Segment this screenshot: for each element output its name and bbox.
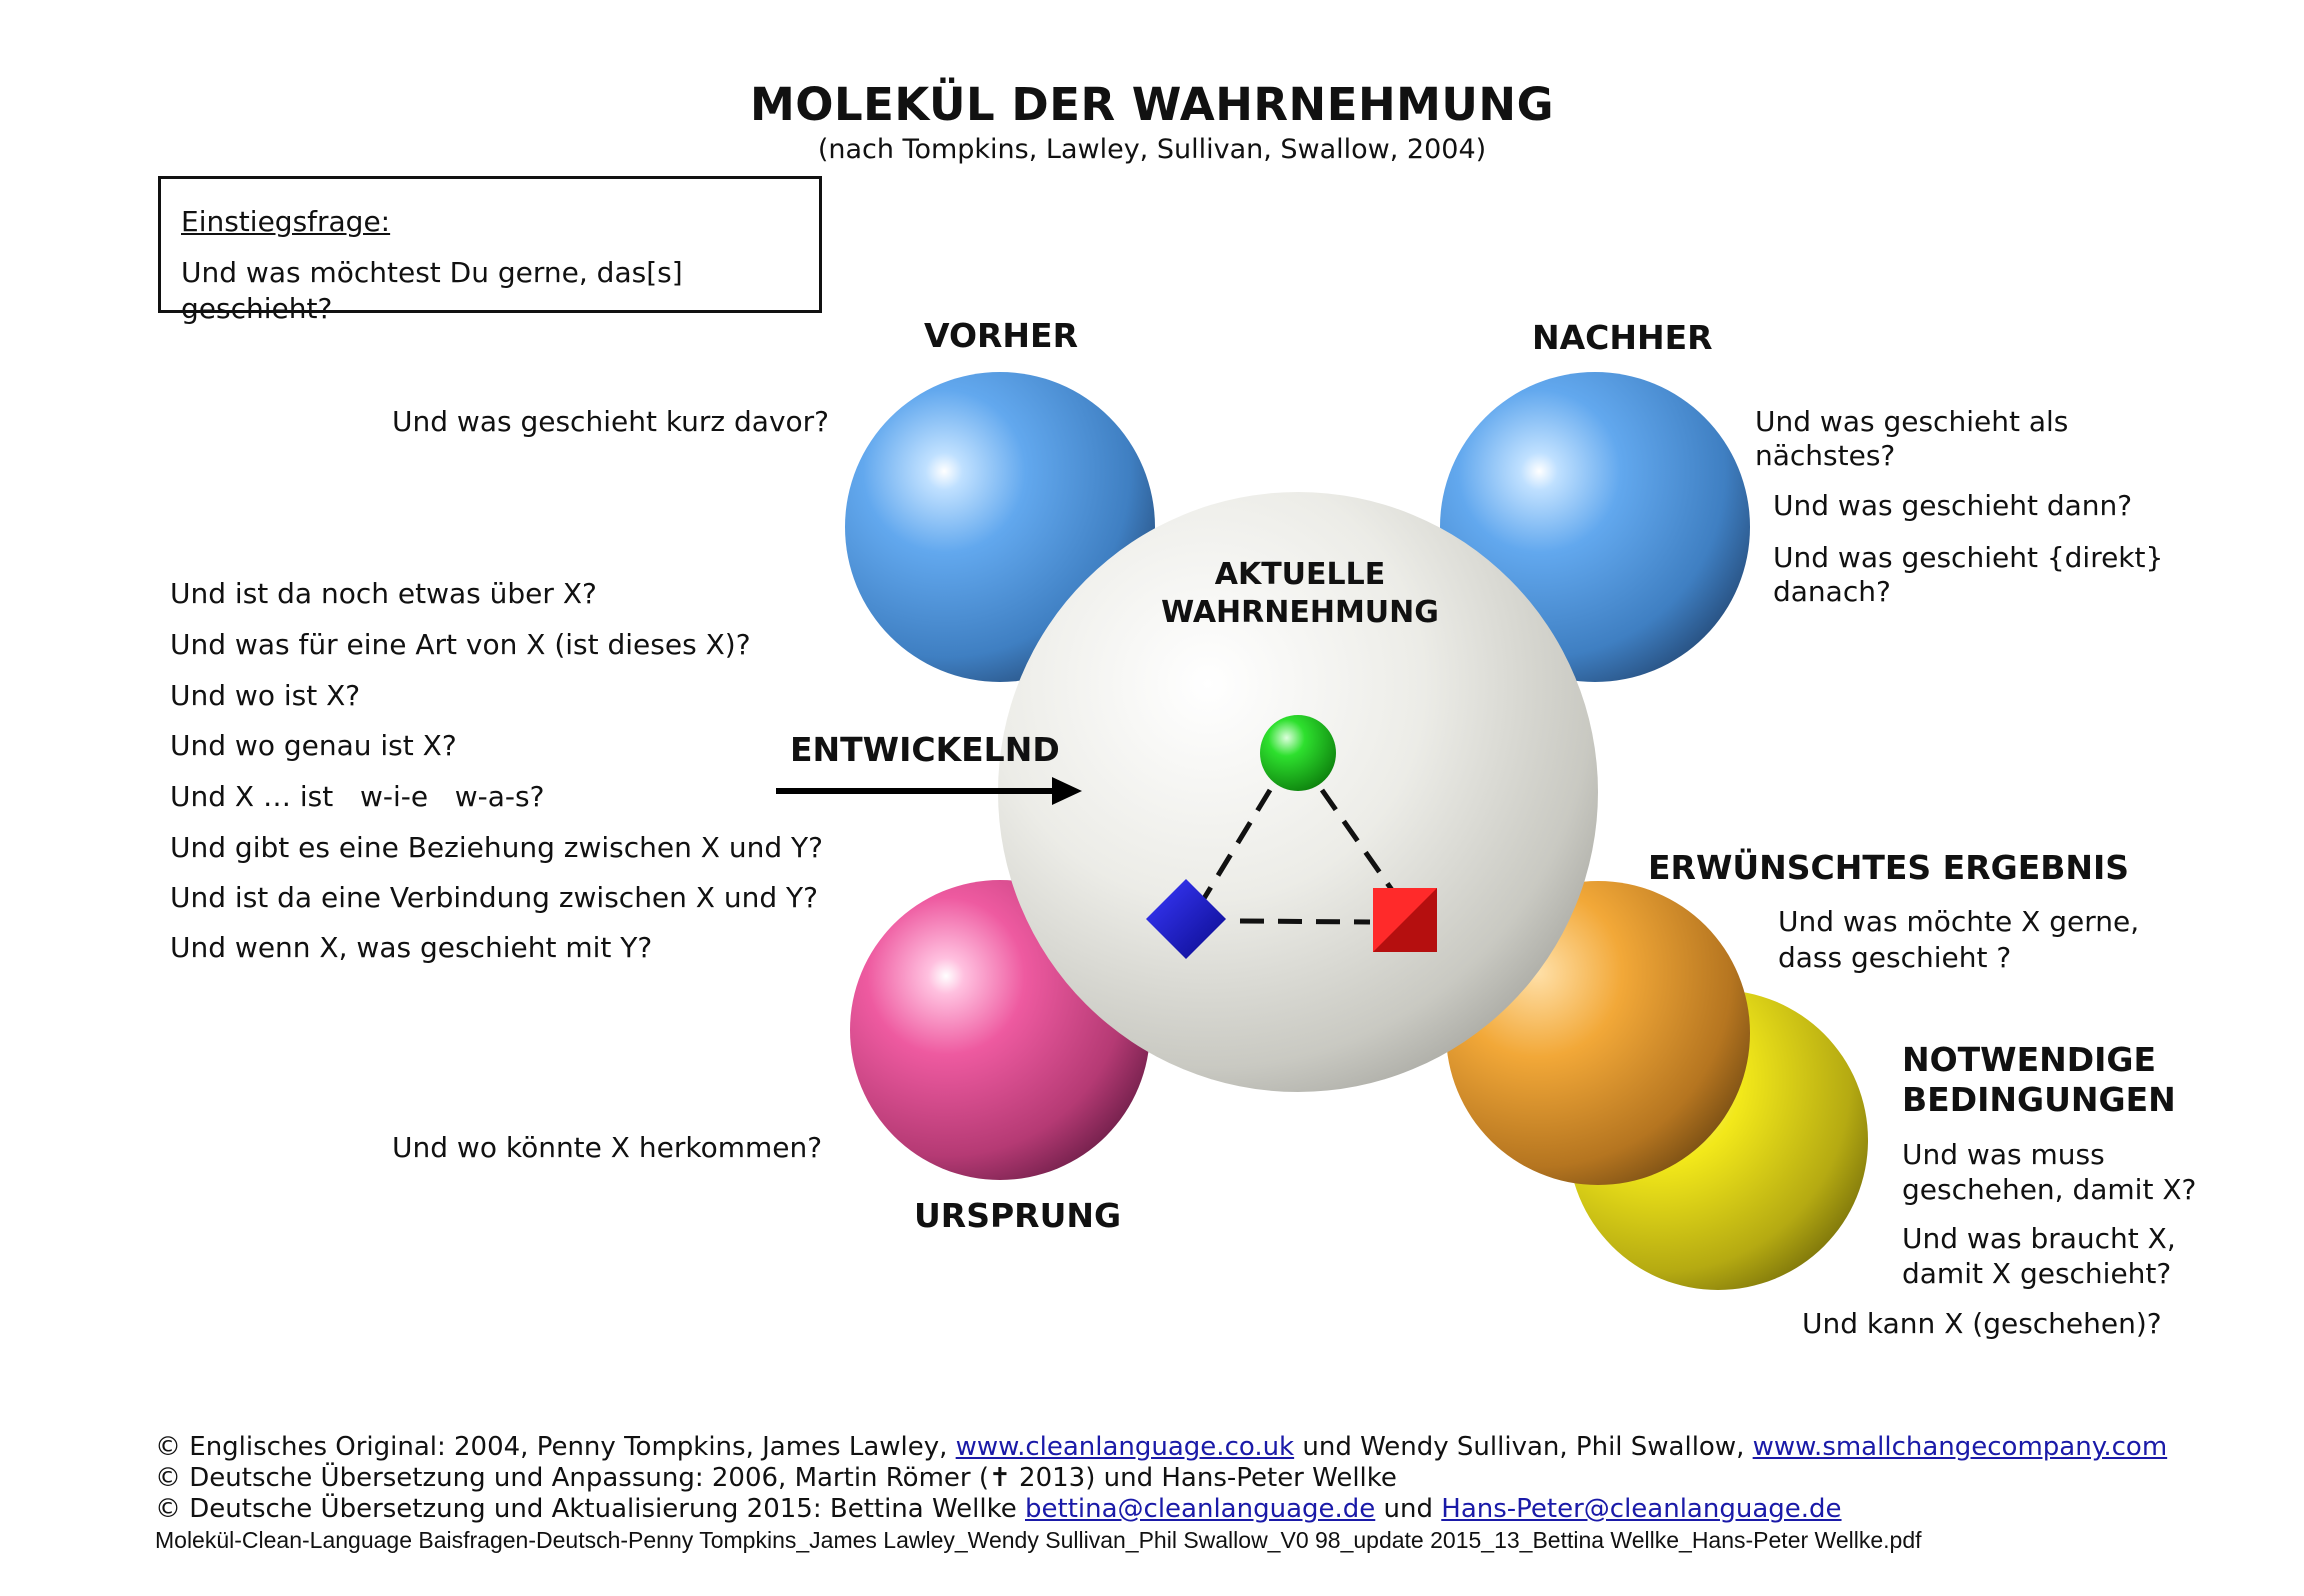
bedingungen-heading-line1: NOTWENDIGE xyxy=(1902,1040,2157,1079)
nachher-question-1: Und was geschieht als xyxy=(1755,405,2069,438)
footer-line-2: © Deutsche Übersetzung und Anpassung: 20… xyxy=(155,1463,1397,1493)
entwickelnd-heading: ENTWICKELND xyxy=(790,730,1060,769)
footer-line-1: © Englisches Original: 2004, Penny Tompk… xyxy=(155,1432,2167,1462)
ergebnis-question-1b: dass geschieht ? xyxy=(1778,941,2012,974)
center-heading: AKTUELLE WAHRNEHMUNG xyxy=(1140,556,1460,632)
hans-peter-email-link[interactable]: Hans-Peter@cleanlanguage.de xyxy=(1441,1494,1842,1524)
entwickelnd-question-1: Und ist da noch etwas über X? xyxy=(170,577,597,610)
nachher-question-1b: nächstes? xyxy=(1755,439,1896,472)
entwickelnd-question-3: Und wo ist X? xyxy=(170,679,361,712)
relation-lines xyxy=(1197,788,1395,925)
nachher-question-3b: danach? xyxy=(1773,575,1891,608)
entry-label: Einstiegsfrage: xyxy=(181,205,391,238)
bedingungen-question-3: Und kann X (geschehen)? xyxy=(1802,1307,2162,1340)
page-title: MOLEKÜL DER WAHRNEHMUNG xyxy=(749,78,1555,131)
nachher-question-2: Und was geschieht dann? xyxy=(1773,489,2133,522)
entwickelnd-arrow xyxy=(776,777,1082,805)
ursprung-question: Und wo könnte X herkommen? xyxy=(392,1131,823,1164)
entwickelnd-question-5: Und X … ist w-i-e w-a-s? xyxy=(170,780,545,813)
vorher-question: Und was geschieht kurz davor? xyxy=(392,405,830,438)
footer-line-1-text-a: © Englisches Original: 2004, Penny Tompk… xyxy=(155,1432,956,1462)
footer-line-3-text-a: © Deutsche Übersetzung und Aktualisierun… xyxy=(155,1494,1025,1524)
entwickelnd-question-7: Und ist da eine Verbindung zwischen X un… xyxy=(170,881,819,914)
bedingungen-question-2b: damit X geschieht? xyxy=(1902,1257,2172,1290)
entwickelnd-question-4: Und wo genau ist X? xyxy=(170,729,457,762)
entry-question: Und was möchtest Du gerne, das[s] geschi… xyxy=(181,256,683,325)
entwickelnd-question-2: Und was für eine Art von X (ist dieses X… xyxy=(170,628,751,661)
smallchangecompany-link[interactable]: www.smallchangecompany.com xyxy=(1752,1432,2168,1462)
entwickelnd-question-6: Und gibt es eine Beziehung zwischen X un… xyxy=(170,831,823,864)
bedingungen-question-1: Und was muss xyxy=(1902,1138,2105,1171)
bedingungen-heading-line2: BEDINGUNGEN xyxy=(1902,1080,2176,1119)
bettina-email-link[interactable]: bettina@cleanlanguage.de xyxy=(1025,1494,1376,1524)
entry-question-box: Einstiegsfrage: Und was möchtest Du gern… xyxy=(158,176,822,325)
page-subtitle: (nach Tompkins, Lawley, Sullivan, Swallo… xyxy=(817,134,1487,165)
footer-line-3-text-b: und xyxy=(1375,1494,1442,1524)
red-square-icon xyxy=(1373,888,1437,952)
bedingungen-heading: NOTWENDIGE BEDINGUNGEN xyxy=(1902,1040,2176,1120)
center-heading-line2: WAHRNEHMUNG xyxy=(1161,595,1439,630)
vorher-heading: VORHER xyxy=(924,316,1078,355)
entwickelnd-question-8: Und wenn X, was geschieht mit Y? xyxy=(170,931,653,964)
center-sphere xyxy=(998,492,1598,1092)
bedingungen-question-2: Und was braucht X, xyxy=(1902,1222,2176,1255)
blue-diamond-icon xyxy=(1146,879,1226,959)
footer-line-3: © Deutsche Übersetzung und Aktualisierun… xyxy=(155,1494,1842,1524)
center-heading-line1: AKTUELLE xyxy=(1214,557,1386,592)
nachher-heading: NACHHER xyxy=(1532,318,1713,357)
ursprung-heading: URSPRUNG xyxy=(914,1196,1122,1235)
cleanlanguage-link[interactable]: www.cleanlanguage.co.uk xyxy=(955,1432,1295,1462)
bedingungen-question-1b: geschehen, damit X? xyxy=(1902,1173,2197,1206)
footer-filename: Molekül-Clean-Language Baisfragen-Deutsc… xyxy=(155,1527,1922,1553)
green-ball-icon xyxy=(1260,715,1336,791)
nachher-question-3: Und was geschieht {direkt} xyxy=(1773,541,2164,574)
ergebnis-question-1: Und was möchte X gerne, xyxy=(1778,905,2140,938)
footer-line-1-text-b: und Wendy Sullivan, Phil Swallow, xyxy=(1294,1432,1753,1462)
ergebnis-heading: ERWÜNSCHTES ERGEBNIS xyxy=(1648,848,2130,887)
